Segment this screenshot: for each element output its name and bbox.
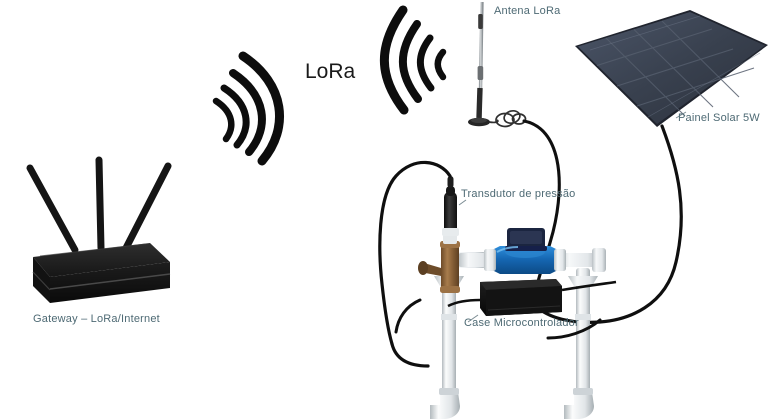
leader-transducer — [458, 199, 467, 206]
gateway-router-graphic — [26, 156, 172, 303]
router-left-face — [33, 257, 50, 303]
antenna-thick-base — [476, 87, 483, 119]
solar-cell-grid — [596, 20, 755, 117]
solar-panel-graphic — [534, 10, 768, 324]
water-meter-graphic — [484, 228, 566, 274]
label-controller-case: Case Microcontrolador — [464, 317, 579, 329]
pipe-elbow-right — [592, 248, 606, 272]
transducer-cable — [378, 160, 452, 346]
lora-antenna-graphic — [468, 1, 561, 284]
antenna-joint-middle — [477, 66, 484, 80]
label-gateway: Gateway – LoRa/Internet — [33, 313, 160, 325]
pvc-leg-right — [576, 268, 590, 400]
cable-runs-graphic — [394, 298, 602, 340]
cable-lower-right — [546, 318, 602, 340]
antenna-joint-upper — [478, 14, 483, 29]
pvc-leg-right-collar — [568, 276, 598, 286]
transducer-collar — [442, 228, 459, 236]
router-antenna-left — [26, 164, 79, 254]
router-top-face — [33, 243, 170, 277]
cable-lower-left — [394, 298, 422, 334]
router-antenna-center — [95, 156, 105, 252]
pvc-elbow-bottom-right — [564, 392, 594, 419]
leader-case — [467, 314, 479, 323]
router-antenna-right — [122, 162, 172, 252]
solar-panel-face — [578, 12, 765, 124]
case-front-face — [486, 286, 562, 316]
radio-waves-left-graphic — [212, 51, 285, 166]
meter-flange-right — [554, 249, 566, 271]
transducer-body — [444, 192, 457, 234]
transducer-neck — [447, 176, 454, 188]
valve-body — [441, 243, 459, 291]
pvc-elbow-bottom-left — [430, 392, 460, 419]
solar-panel-cable — [534, 124, 683, 324]
controller-case-graphic — [447, 279, 617, 316]
case-top-face — [480, 279, 562, 290]
label-lora: LoRa — [305, 60, 356, 83]
label-leader-lines — [458, 111, 687, 323]
pressure-transducer-graphic — [378, 160, 459, 368]
router-front-face — [50, 262, 170, 303]
antenna-cable-coil — [495, 109, 527, 128]
meter-flange-left — [484, 249, 496, 271]
leader-solar — [675, 111, 687, 119]
label-antenna-lora: Antena LoRa — [494, 5, 561, 17]
label-pressure-transducer: Transdutor de pressão — [461, 188, 576, 200]
pvc-leg-left — [442, 268, 456, 400]
radio-waves-right-graphic — [379, 5, 447, 115]
label-solar-panel: Painel Solar 5W — [678, 112, 760, 124]
router-seam — [49, 273, 171, 290]
